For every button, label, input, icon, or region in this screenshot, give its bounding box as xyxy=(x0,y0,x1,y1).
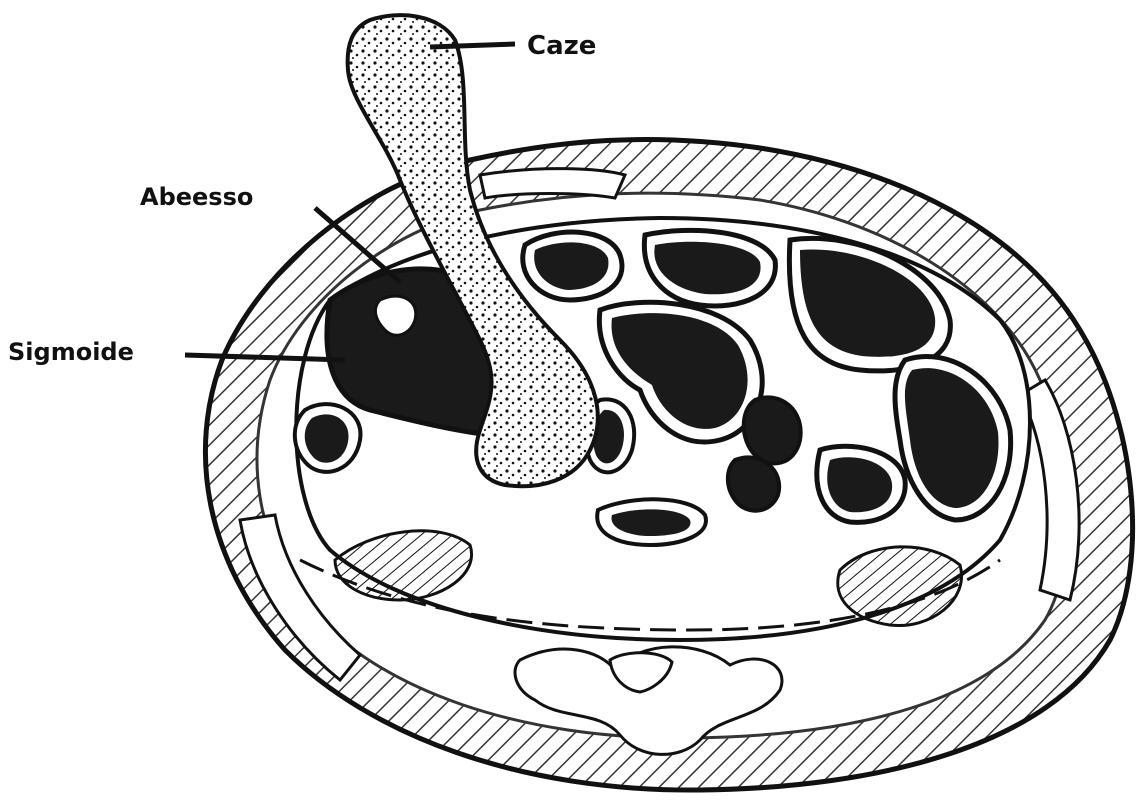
gauze-leader-line xyxy=(430,44,515,47)
abscess-label: Abeesso xyxy=(140,183,253,211)
gauze-label: Caze xyxy=(527,31,596,61)
sigmoid-label: Sigmoide xyxy=(8,338,134,366)
wall-gap-top xyxy=(480,169,625,198)
